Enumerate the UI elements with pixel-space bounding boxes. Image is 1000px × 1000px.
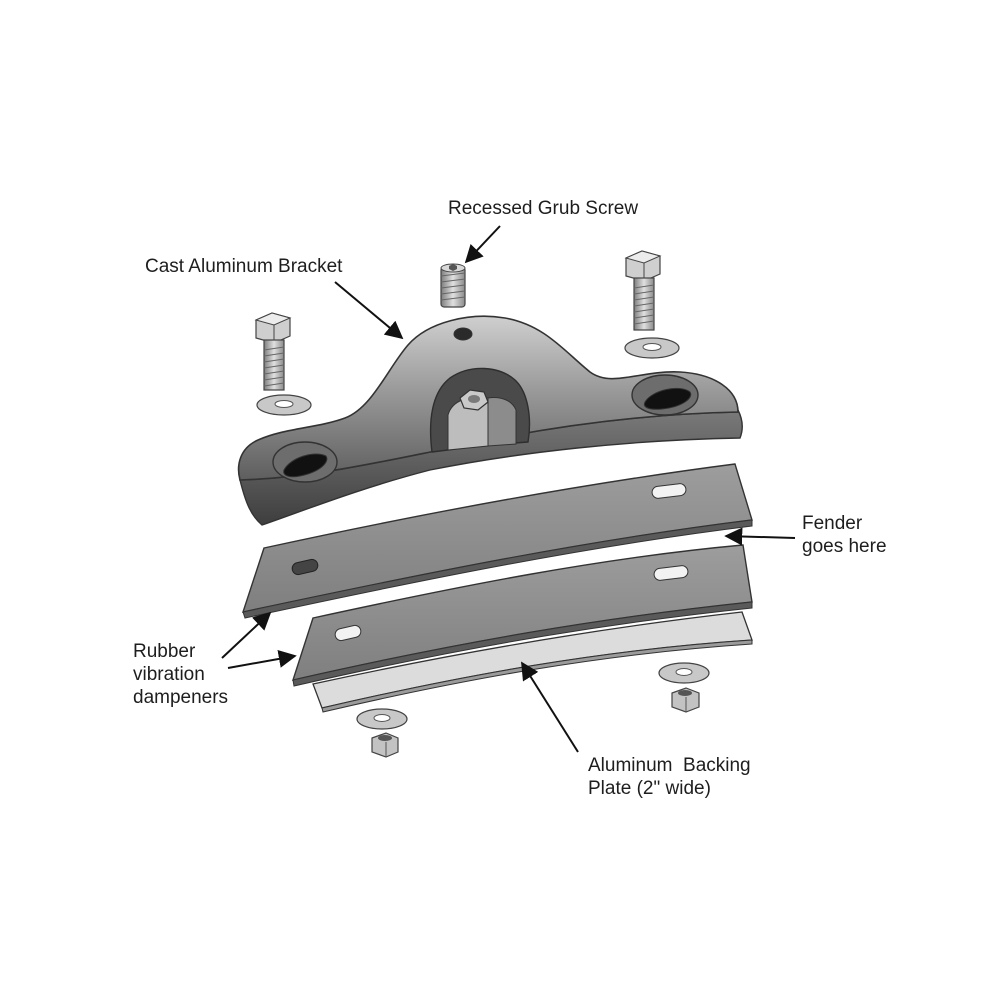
rubber-label: Rubber vibration dampeners xyxy=(133,640,228,709)
rubber-label-line-1: Rubber xyxy=(133,641,196,662)
backing-plate-label: Aluminum Backing Plate (2" wide) xyxy=(588,754,751,800)
rubber-label-line-2: vibration xyxy=(133,664,205,685)
fender-label-line-1: Fender xyxy=(802,513,863,534)
right-nut xyxy=(671,687,700,713)
right-lower-washer xyxy=(658,662,710,684)
left-lower-washer xyxy=(356,708,408,730)
fender-arrow xyxy=(724,527,796,546)
grub-screw xyxy=(440,263,466,308)
backing-plate-arrow xyxy=(521,661,579,753)
backing-plate-label-line-1: Aluminum Backing xyxy=(588,755,751,776)
grub-screw-label: Recessed Grub Screw xyxy=(448,198,639,219)
rubber-label-line-3: dampeners xyxy=(133,687,229,708)
bracket-arrow xyxy=(334,281,404,340)
fender-label-line-2: goes here xyxy=(802,536,887,557)
rubber-pad-top xyxy=(241,463,753,619)
right-washer xyxy=(624,337,680,359)
backing-plate-label-line-2: Plate (2" wide) xyxy=(588,778,711,799)
left-bolt xyxy=(254,312,292,391)
bracket xyxy=(237,315,743,526)
rubber-pad-bottom xyxy=(291,544,753,687)
rubber-arrow-1 xyxy=(221,611,272,659)
fender-label: Fender goes here xyxy=(802,512,887,558)
rubber-arrow-2 xyxy=(227,649,297,669)
left-nut xyxy=(371,732,399,758)
backing-plate xyxy=(312,611,753,713)
grub-screw-arrow xyxy=(464,225,501,264)
bracket-label: Cast Aluminum Bracket xyxy=(145,256,343,277)
right-bolt xyxy=(624,250,662,331)
left-washer xyxy=(256,394,312,416)
